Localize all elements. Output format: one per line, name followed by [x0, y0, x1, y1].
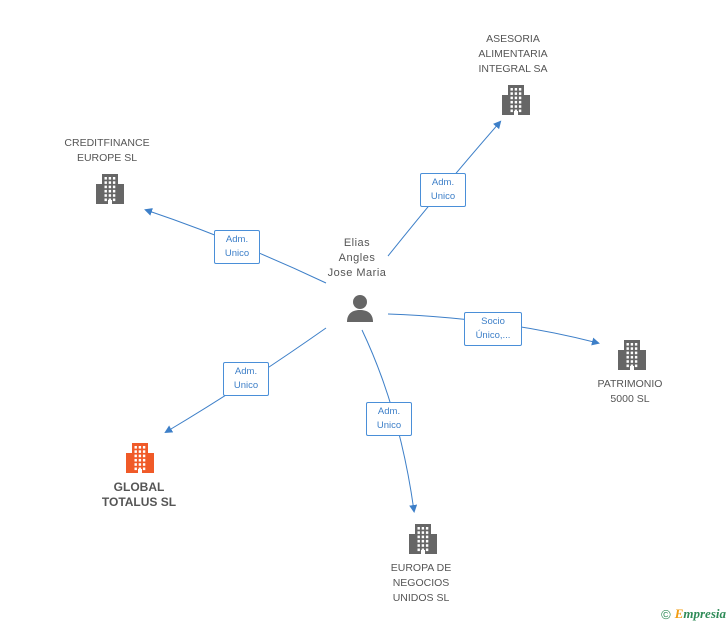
company-label-line: CREDITFINANCE: [64, 137, 150, 149]
edge-label-patrimonio[interactable]: Socio Único,...: [464, 312, 522, 346]
edge-label-line: Único,...: [475, 330, 511, 341]
company-label-asesoria[interactable]: ASESORIA ALIMENTARIA INTEGRAL SA: [478, 32, 547, 77]
company-label-global[interactable]: GLOBAL TOTALUS SL: [102, 480, 176, 510]
person-name[interactable]: Elias Angles Jose Maria: [328, 236, 387, 281]
company-label-line: GLOBAL: [113, 480, 165, 494]
person-name-line: Jose Maria: [327, 267, 387, 279]
building-icon[interactable]: [500, 83, 532, 117]
company-label-patrimonio[interactable]: PATRIMONIO 5000 SL: [598, 377, 663, 407]
brand-logo-rest: mpresia: [683, 606, 726, 621]
edge-label-europa[interactable]: Adm. Unico: [366, 402, 412, 436]
company-label-line: EUROPE SL: [76, 152, 138, 164]
copyright-icon: ©: [661, 606, 671, 622]
edge-label-global[interactable]: Adm. Unico: [223, 362, 269, 396]
building-icon[interactable]: [94, 172, 126, 206]
edge-label-line: Adm.: [431, 177, 455, 188]
company-label-line: 5000 SL: [610, 393, 650, 405]
edge-label-line: Unico: [233, 380, 259, 391]
company-label-line: ASESORIA: [486, 33, 540, 45]
brand-logo-e: E: [674, 606, 684, 621]
building-icon[interactable]: [124, 441, 156, 475]
company-label-creditfinance[interactable]: CREDITFINANCE EUROPE SL: [64, 136, 149, 166]
edge-label-asesoria[interactable]: Adm. Unico: [420, 173, 466, 207]
company-label-line: ALIMENTARIA: [478, 48, 548, 60]
company-label-line: UNIDOS SL: [392, 592, 450, 604]
company-label-line: TOTALUS SL: [101, 495, 177, 509]
edge-label-line: Adm.: [225, 234, 249, 245]
person-name-line: Elias: [343, 237, 371, 249]
edge-label-line: Adm.: [377, 406, 401, 417]
company-label-line: EUROPA DE: [390, 562, 452, 574]
company-label-line: INTEGRAL SA: [478, 63, 548, 75]
footer-brand: © Empresia: [661, 606, 726, 622]
person-icon[interactable]: [345, 293, 375, 323]
company-label-line: PATRIMONIO: [597, 378, 663, 390]
edge-label-line: Socio: [481, 316, 505, 327]
edge-label-line: Unico: [224, 248, 250, 259]
building-icon[interactable]: [407, 522, 439, 556]
edge-label-line: Adm.: [234, 366, 258, 377]
edge-label-line: Unico: [430, 191, 456, 202]
company-label-europa[interactable]: EUROPA DE NEGOCIOS UNIDOS SL: [391, 561, 452, 606]
company-label-line: NEGOCIOS: [392, 577, 450, 589]
brand-logo[interactable]: Empresia: [675, 606, 726, 622]
edge-label-creditfinance[interactable]: Adm. Unico: [214, 230, 260, 264]
building-icon[interactable]: [616, 338, 648, 372]
person-name-line: Angles: [338, 252, 376, 264]
edge-label-line: Unico: [376, 420, 402, 431]
